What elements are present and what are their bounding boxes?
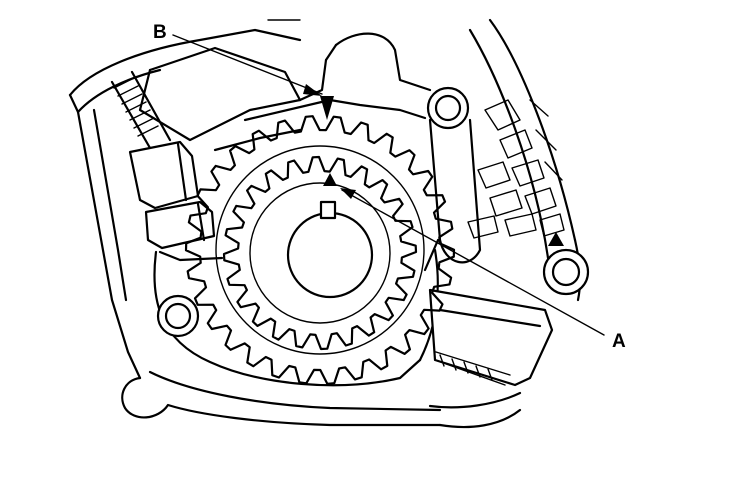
- callout-label-b: B: [153, 22, 167, 43]
- leader-lines: [172, 34, 605, 336]
- timing-cover-upper: [138, 32, 432, 142]
- lower-right-sensor: [428, 288, 554, 387]
- engine-block-outline: [68, 19, 522, 429]
- timing-mark-sprocket-a: [323, 173, 337, 186]
- bolt-lower-right: [542, 248, 590, 296]
- timing-marks: [320, 96, 337, 186]
- outer-toothed-ring: [184, 115, 456, 385]
- timing-mark-pointer-b: [320, 96, 334, 120]
- wiring-harness: [110, 70, 172, 150]
- callout-label-a: A: [612, 331, 626, 352]
- crank-sprocket: [222, 155, 418, 351]
- bolt-left: [156, 294, 200, 338]
- bolt-upper-right: [426, 86, 470, 130]
- right-bracket: [467, 18, 582, 302]
